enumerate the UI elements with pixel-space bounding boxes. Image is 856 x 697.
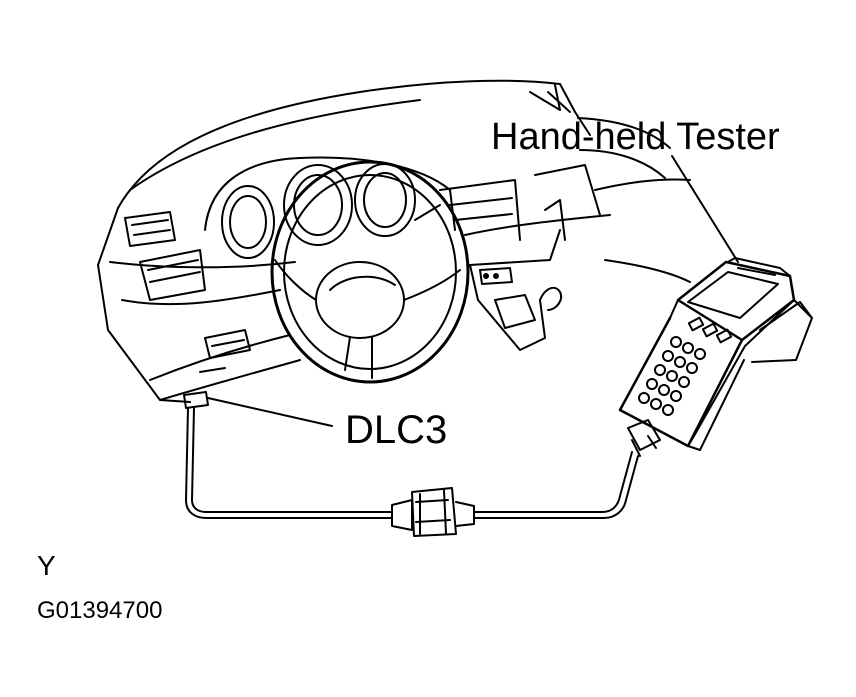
center-air-vent [139,249,206,301]
tester-leader-line [671,155,739,263]
center-console [469,264,562,351]
dlc3-label: DLC3 [345,408,448,452]
steering-wheel [270,160,470,384]
dlc3-port [183,367,226,409]
dashboard-body [97,79,691,403]
left-air-vent [124,211,176,247]
corner-mark: Y [37,550,56,581]
cable-to-tester [473,451,639,519]
tester-label: Hand-held Tester [491,116,780,158]
lower-left-vent [204,329,251,359]
tester-device [618,257,813,457]
dlc3-leader-line [207,397,333,427]
cable-to-dlc3 [185,407,393,519]
tester-keypad [638,336,706,416]
figure-code: G01394700 [37,597,163,624]
adapter-connector [391,487,475,537]
